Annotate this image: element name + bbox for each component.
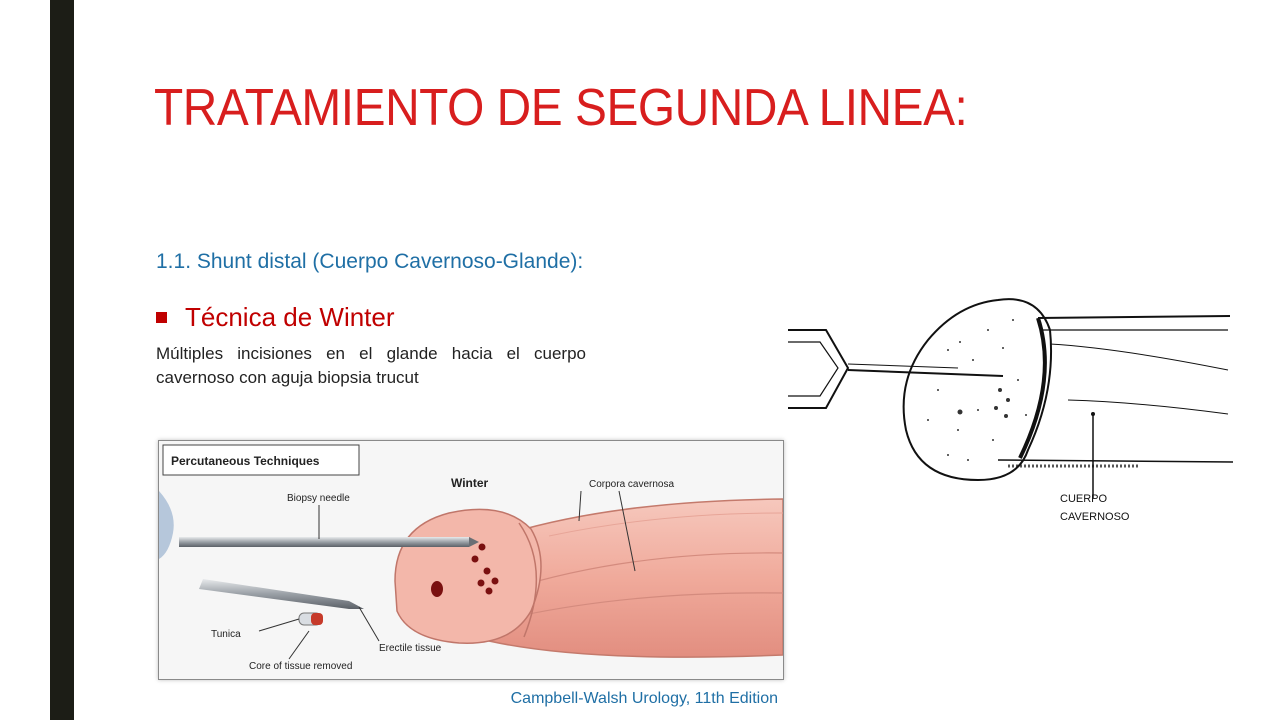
glans-shape	[394, 508, 542, 644]
label-biopsy-needle: Biopsy needle	[287, 493, 350, 504]
bullet-text: Técnica de Winter	[185, 302, 395, 332]
bullet-item: Técnica de Winter	[156, 302, 395, 333]
source-caption: Campbell-Walsh Urology, 11th Edition	[510, 690, 778, 707]
biopsy-needle-shape	[179, 537, 469, 547]
label-cavernoso: CAVERNOSO	[1060, 511, 1130, 523]
left-accent-bar	[50, 0, 74, 720]
figure-header: Percutaneous Techniques	[171, 454, 320, 468]
winter-line-drawing: CUERPO CAVERNOSO	[788, 290, 1238, 540]
figure-header-box	[162, 444, 360, 476]
line-drawing-svg: CUERPO CAVERNOSO	[788, 298, 1234, 523]
label-erectile-tissue: Erectile tissue	[379, 643, 442, 654]
shaft-shape	[458, 498, 783, 658]
winter-illustration-svg: Percutaneous Techniques Bi	[159, 441, 783, 679]
square-bullet-icon	[156, 312, 167, 323]
label-corpora-cavernosa: Corpora cavernosa	[589, 479, 674, 490]
label-tunica: Tunica	[211, 629, 241, 640]
technique-description: Múltiples incisiones en el glande hacia …	[156, 344, 586, 387]
label-winter: Winter	[451, 476, 489, 490]
subheading: 1.1. Shunt distal (Cuerpo Cavernoso-Glan…	[156, 250, 584, 273]
winter-technique-illustration: Percutaneous Techniques Bi	[158, 440, 784, 680]
label-core-tissue-removed: Core of tissue removed	[249, 661, 352, 672]
slide-title: TRATAMIENTO DE SEGUNDA LINEA:	[154, 79, 968, 137]
label-cuerpo: CUERPO	[1060, 493, 1108, 505]
